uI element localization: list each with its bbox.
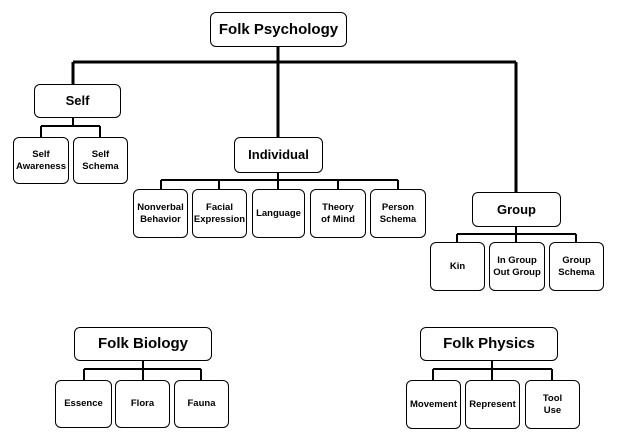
self-schema-node: Self Schema <box>73 137 128 184</box>
self-awareness-node: Self Awareness <box>13 137 69 184</box>
fauna-node: Fauna <box>174 380 229 428</box>
self-node: Self <box>34 84 121 118</box>
essence-node: Essence <box>55 380 112 428</box>
individual-node: Individual <box>234 137 323 173</box>
theory-of-mind-node: Theory of Mind <box>310 189 366 238</box>
language-node: Language <box>252 189 305 238</box>
nonverbal-behavior-node: Nonverbal Behavior <box>133 189 188 238</box>
tool-use-node: Tool Use <box>525 380 580 429</box>
folk-biology-node: Folk Biology <box>74 327 212 361</box>
group-node: Group <box>472 192 561 227</box>
in-group-out-group-node: In Group Out Group <box>489 242 545 291</box>
folk-psychology-node: Folk Psychology <box>210 12 347 47</box>
flora-node: Flora <box>115 380 170 428</box>
group-schema-node: Group Schema <box>549 242 604 291</box>
facial-expression-node: Facial Expression <box>192 189 247 238</box>
folk-physics-node: Folk Physics <box>420 327 558 361</box>
person-schema-node: Person Schema <box>370 189 426 238</box>
represent-node: Represent <box>465 380 520 429</box>
kin-node: Kin <box>430 242 485 291</box>
movement-node: Movement <box>406 380 461 429</box>
